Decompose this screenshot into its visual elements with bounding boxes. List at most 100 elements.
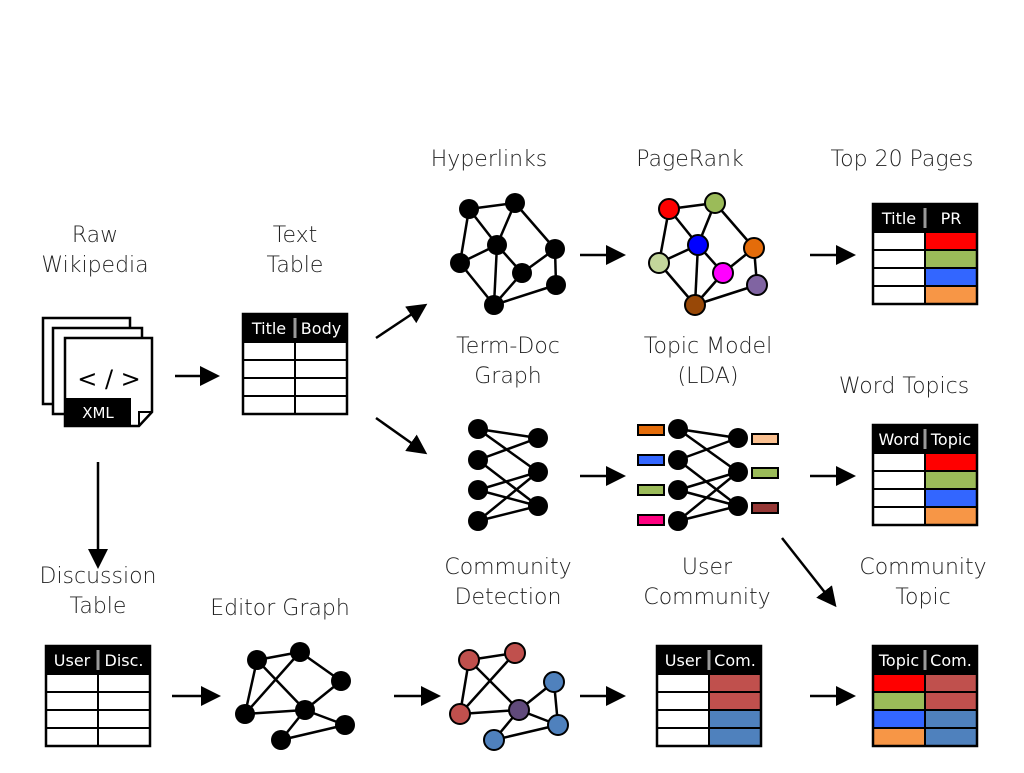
table-cell bbox=[872, 727, 926, 747]
table-cell bbox=[97, 673, 151, 693]
table-cell bbox=[924, 285, 978, 305]
table-cell bbox=[924, 727, 978, 747]
label-word-topics: Word Topics bbox=[839, 374, 969, 399]
table-header-cell: Com. bbox=[930, 651, 972, 670]
label-community-topic-1: Community bbox=[859, 555, 986, 580]
table-cell bbox=[872, 249, 926, 269]
table-cell bbox=[872, 231, 926, 251]
table-top20: Title PR bbox=[871, 202, 979, 306]
table-cell bbox=[656, 691, 710, 711]
table-cell bbox=[924, 231, 978, 251]
label-discussion-2: Table bbox=[70, 594, 127, 619]
table-word-topics: Word Topic bbox=[871, 423, 979, 527]
label-pagerank: PageRank bbox=[636, 147, 744, 172]
termdoc-graph bbox=[468, 419, 548, 531]
table-cell bbox=[924, 488, 978, 508]
arrow-text-to-termdoc bbox=[375, 416, 428, 455]
label-raw-wikipedia-1: Raw bbox=[72, 223, 118, 248]
table-cell bbox=[708, 691, 762, 711]
table-cell bbox=[708, 727, 762, 747]
arrow-lda-to-communitytopic bbox=[781, 537, 837, 608]
table-cell bbox=[872, 691, 926, 711]
topic-model-graph bbox=[637, 419, 779, 531]
xml-badge: XML bbox=[82, 404, 114, 422]
editor-graph bbox=[235, 642, 355, 750]
table-header-cell: Title bbox=[251, 319, 286, 338]
table-cell bbox=[294, 359, 348, 379]
document-stack-icon: < / > XML bbox=[41, 316, 154, 428]
hyperlinks-graph bbox=[450, 193, 566, 315]
table-discussion: User Disc. bbox=[44, 644, 152, 748]
table-cell bbox=[242, 341, 296, 361]
table-cell bbox=[924, 267, 978, 287]
table-cell bbox=[97, 691, 151, 711]
table-cell bbox=[872, 506, 926, 526]
table-text: Title Body bbox=[241, 312, 349, 416]
table-cell bbox=[45, 673, 99, 693]
table-user-community: User Com. bbox=[655, 644, 763, 748]
code-glyph: < / > bbox=[77, 365, 141, 393]
table-cell bbox=[872, 452, 926, 472]
label-user-community-2: Community bbox=[643, 585, 770, 610]
pagerank-graph bbox=[648, 192, 768, 316]
table-header-cell: User bbox=[54, 651, 91, 670]
table-cell bbox=[242, 359, 296, 379]
table-cell bbox=[924, 249, 978, 269]
table-cell bbox=[924, 691, 978, 711]
table-header-cell: Com. bbox=[714, 651, 756, 670]
label-text-table-1: Text bbox=[273, 223, 318, 248]
table-cell bbox=[872, 709, 926, 729]
table-header-cell: Title bbox=[881, 209, 916, 228]
table-cell bbox=[97, 709, 151, 729]
table-header-cell: Disc. bbox=[105, 651, 144, 670]
table-header-cell: Body bbox=[301, 319, 341, 338]
table-cell bbox=[924, 470, 978, 490]
table-cell bbox=[97, 727, 151, 747]
label-topic-model-2: (LDA) bbox=[677, 364, 738, 389]
table-cell bbox=[656, 709, 710, 729]
label-raw-wikipedia-2: Wikipedia bbox=[41, 253, 148, 278]
label-termdoc-1: Term-Doc bbox=[456, 334, 560, 359]
table-cell bbox=[45, 709, 99, 729]
table-cell bbox=[45, 727, 99, 747]
table-cell bbox=[872, 267, 926, 287]
table-cell bbox=[656, 673, 710, 693]
table-cell bbox=[708, 673, 762, 693]
label-discussion-1: Discussion bbox=[40, 564, 157, 589]
table-cell bbox=[872, 673, 926, 693]
label-user-community-1: User bbox=[682, 555, 733, 580]
label-community-topic-2: Topic bbox=[895, 585, 950, 610]
label-editor-graph: Editor Graph bbox=[210, 596, 350, 621]
arrow-text-to-hyperlinks bbox=[375, 303, 428, 340]
table-cell bbox=[924, 673, 978, 693]
table-cell bbox=[294, 395, 348, 415]
table-cell bbox=[708, 709, 762, 729]
arrows bbox=[88, 245, 856, 706]
table-header-cell: Topic bbox=[930, 430, 971, 449]
table-cell bbox=[242, 395, 296, 415]
table-header-cell: PR bbox=[941, 209, 962, 228]
label-text-table-2: Table bbox=[267, 253, 324, 278]
table-cell bbox=[924, 452, 978, 472]
table-header-cell: Topic bbox=[878, 651, 919, 670]
table-header-cell: User bbox=[665, 651, 702, 670]
label-termdoc-2: Graph bbox=[474, 364, 541, 389]
label-community-detection-2: Detection bbox=[455, 585, 562, 610]
table-cell bbox=[872, 285, 926, 305]
table-cell bbox=[872, 488, 926, 508]
community-detection-graph bbox=[449, 642, 569, 751]
table-cell bbox=[45, 691, 99, 711]
table-cell bbox=[872, 470, 926, 490]
table-cell bbox=[294, 377, 348, 397]
table-header-cell: Word bbox=[878, 430, 919, 449]
label-community-detection-1: Community bbox=[444, 555, 571, 580]
table-cell bbox=[656, 727, 710, 747]
label-topic-model-1: Topic Model bbox=[644, 334, 772, 359]
label-top20: Top 20 Pages bbox=[830, 147, 973, 172]
table-cell bbox=[242, 377, 296, 397]
table-cell bbox=[924, 709, 978, 729]
table-cell bbox=[924, 506, 978, 526]
